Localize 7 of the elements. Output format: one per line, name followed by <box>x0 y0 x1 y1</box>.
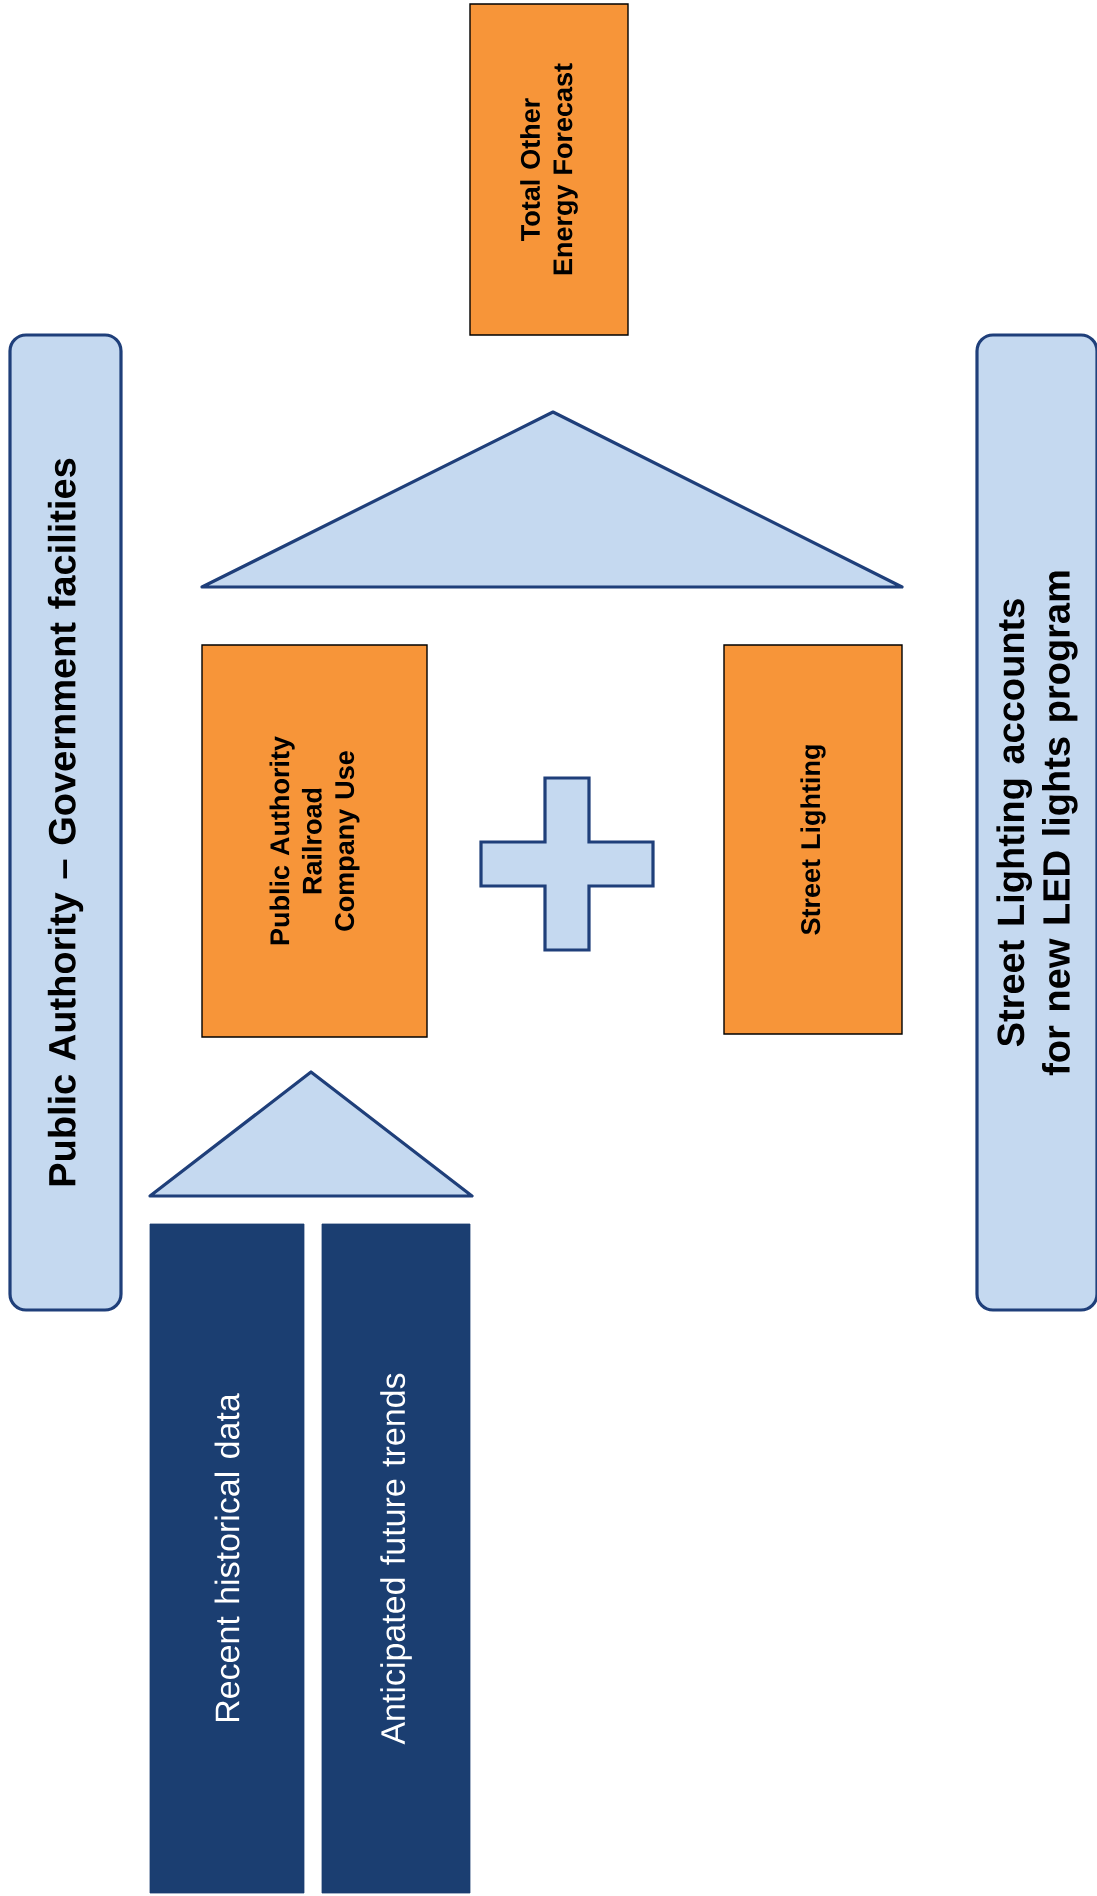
input-bar: Anticipated future trends <box>321 1223 471 1894</box>
header-band: Public Authority – Government facilities <box>8 333 123 1312</box>
process-box: Total Other Energy Forecast <box>469 3 629 336</box>
process-box: Public Authority Railroad Company Use <box>201 644 428 1038</box>
header-band: Street Lighting accounts for new LED lights program <box>975 333 1097 1312</box>
process-box: Street Lighting <box>723 644 903 1035</box>
input-bar: Recent historical data <box>149 1223 305 1894</box>
